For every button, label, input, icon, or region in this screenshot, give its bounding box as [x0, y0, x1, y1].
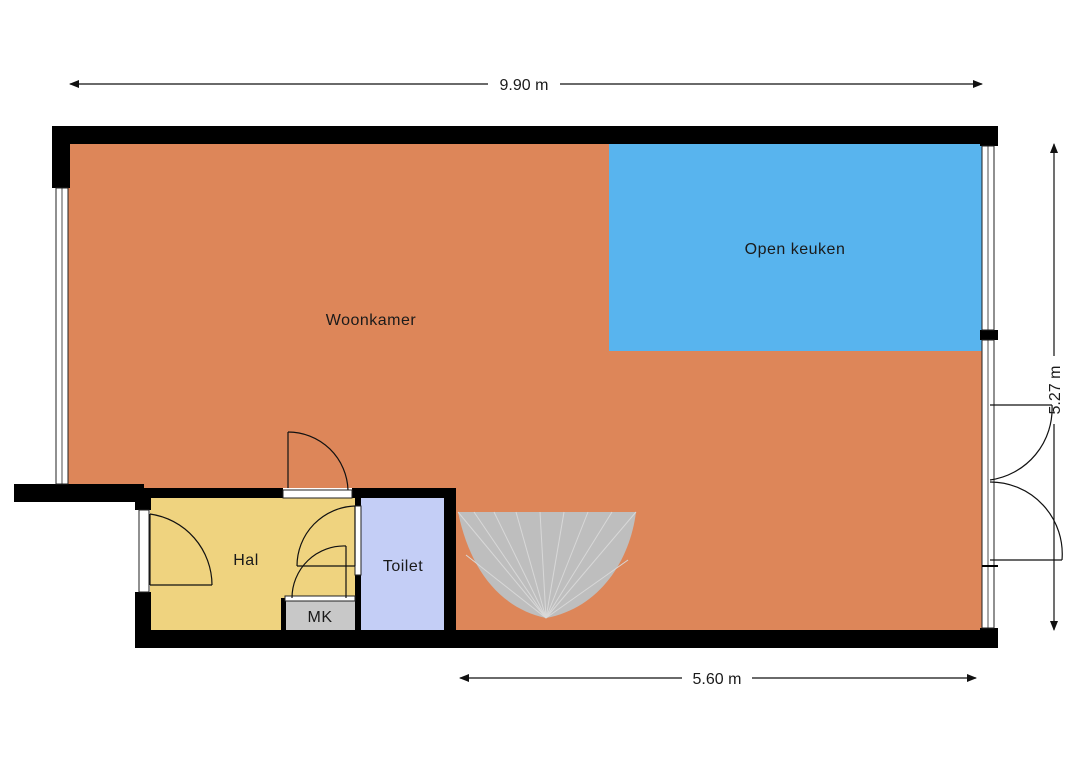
stairs [457, 511, 637, 619]
dimension-label-bottom: 5.60 m [693, 671, 742, 688]
wall-left-upper [52, 126, 70, 188]
walls [14, 126, 998, 648]
wall-toilet-right [444, 488, 456, 648]
wall-mk-left [281, 598, 286, 648]
room-label-hal: Hal [233, 552, 259, 569]
wall-hal-left-lower [135, 592, 151, 648]
wall-left-ledge [14, 484, 144, 502]
windows [55, 145, 995, 629]
mk-floor [285, 601, 355, 632]
toilet-floor [361, 498, 445, 632]
window-mk-top [284, 595, 356, 602]
room-label-open-keuken: Open keuken [745, 241, 846, 258]
door-mk [291, 545, 347, 599]
door-garden-upper [989, 404, 1053, 481]
wall-hal-top-left [135, 488, 283, 498]
wall-hal-top-right [352, 488, 456, 498]
wall-hal-left-upper [135, 488, 151, 510]
door-hal-woonkamer [287, 431, 349, 491]
wall-right-bottom [980, 628, 998, 648]
wall-top [52, 126, 998, 144]
doors [149, 404, 1063, 599]
wall-hal-toilet-top [355, 498, 361, 506]
stairs-shape [458, 512, 636, 618]
dimension-top: 9.90 m [69, 77, 983, 94]
door-hal-entry [149, 513, 213, 586]
dimension-label-right: 5.27 m [1047, 366, 1064, 415]
dimension-label-top: 9.90 m [500, 77, 549, 94]
dimension-right: 5.27 m [1047, 143, 1064, 631]
room-label-mk: MK [308, 609, 333, 626]
room-label-woonkamer: Woonkamer [326, 312, 417, 329]
wall-hal-toilet [355, 575, 361, 648]
wall-bottom [135, 630, 998, 648]
door-toilet [296, 505, 356, 567]
wall-right-top [980, 126, 998, 146]
window-hal-left [138, 509, 150, 593]
open-keuken-floor [609, 144, 982, 351]
window-hal-toilet [354, 505, 362, 576]
dimension-bottom: 5.60 m [459, 671, 977, 688]
wall-right-mid [980, 330, 998, 340]
room-label-toilet: Toilet [383, 558, 423, 575]
window-hal-top [282, 489, 353, 499]
door-garden-lower [989, 481, 1063, 561]
